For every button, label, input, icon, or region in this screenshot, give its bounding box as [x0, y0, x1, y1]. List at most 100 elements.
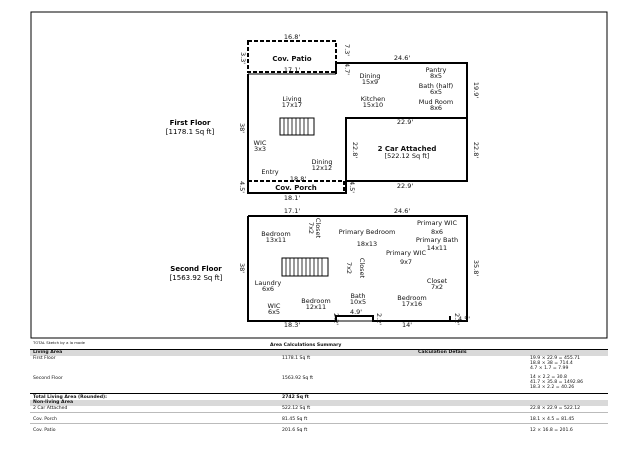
room-name: Bath [350, 292, 365, 300]
covered-patio [247, 40, 337, 73]
calc-line: 22.8 × 22.9 = 522.12 [530, 406, 581, 411]
room-name: WIC [268, 302, 281, 310]
first-floor-area: [1178.1 Sq ft] [166, 128, 215, 136]
room-size: 17x17 [282, 101, 302, 109]
covered-porch [247, 180, 345, 194]
room-name: Kitchen [361, 95, 385, 103]
room-name: Bedroom [301, 297, 330, 305]
room-size: 17x16 [402, 300, 422, 308]
stairs-first-floor [279, 117, 315, 136]
total-living-label: Total Living Area (Rounded): [33, 395, 107, 400]
dimension-label: 22.9' [397, 182, 413, 190]
room-name: Laundry [255, 279, 282, 287]
room-name: Closet [314, 218, 322, 239]
total-divider [30, 393, 608, 394]
room-size: 8x6 [431, 228, 443, 236]
dimension-label: 4.9' [350, 308, 362, 316]
dimension-label: 24.6' [394, 54, 410, 62]
room-name: Primary Bath [416, 236, 458, 244]
dimension-label: 22.8' [351, 142, 359, 158]
calc-line: 14 × 2.2 = 30.8 [530, 375, 567, 380]
plan-frame [30, 11, 608, 339]
room-size: [522.12 Sq ft] [385, 152, 430, 160]
room-size: 7x2 [431, 283, 443, 291]
room-name: Bedroom [261, 230, 290, 238]
room-name: Pantry [426, 66, 447, 74]
dimension-label: 4.5' [458, 315, 470, 323]
dimension-label: 3.3' [239, 52, 247, 64]
room-name: Mud Room [419, 98, 453, 106]
room-size: 3x3 [254, 145, 266, 153]
dimension-label: 18.3' [284, 321, 300, 329]
dimension-label: 14' [402, 321, 412, 329]
porch-row-label: Cov. Porch [33, 417, 57, 422]
second-floor-outline [248, 215, 468, 322]
room-size: 10x5 [350, 298, 366, 306]
room-name: Primary WIC [417, 219, 458, 227]
dimension-label: 4.5' [348, 181, 356, 193]
calc-line: 41.7 × 35.8 = 1492.86 [530, 380, 583, 385]
second-floor-row-area: 1563.92 Sq ft [282, 376, 314, 381]
room-name: Dining [360, 72, 381, 80]
room-name: Closet [358, 258, 366, 279]
dimension-label: 24.6' [394, 207, 410, 215]
porch-row-area: 81.45 Sq ft [282, 417, 308, 422]
sketch-note: TOTAL Sketch by a la mode [33, 340, 86, 345]
dimension-label: 2.2' [453, 313, 461, 325]
dimension-label: 4.7' [343, 63, 351, 75]
dimension-label: 17.1' [284, 66, 300, 74]
calc-line: 18.8 × 38 = 714.4 [530, 361, 573, 366]
room-name: Bath (half) [419, 82, 453, 90]
stairs-second-floor [281, 257, 329, 277]
non-living-label: Non-living Area [33, 400, 74, 405]
room-size: 15x9 [362, 78, 378, 86]
living-area-header [30, 350, 608, 356]
room-size: 15x10 [363, 101, 383, 109]
dimension-label: 4.5' [238, 181, 246, 193]
dimension-label: 38' [238, 123, 246, 133]
room-size: 7x2 [307, 222, 315, 234]
calc-line: 4.7 × 1.7 = 7.99 [530, 366, 569, 371]
dimension-label: 16.8' [284, 33, 300, 41]
first-floor-row-area: 1178.1 Sq ft [282, 356, 311, 361]
room-size: 12x11 [306, 303, 326, 311]
dimension-label: 19.9' [472, 82, 480, 98]
room-size: 12x12 [312, 164, 332, 172]
patio-row-label: Cov. Patio [33, 428, 56, 433]
dimension-label: 17.1' [284, 207, 300, 215]
room-size: 6x5 [268, 308, 280, 316]
room-size: 6x5 [430, 88, 442, 96]
room-size: 18x13 [357, 240, 377, 248]
dimension-label: 7.3' [343, 44, 351, 56]
floor-plan: First Floor [1178.1 Sq ft] Cov. Patio Di… [30, 11, 608, 339]
dimension-label: 38' [238, 263, 246, 273]
room-name: Primary Bedroom [339, 228, 396, 236]
room-size: 9x7 [400, 258, 412, 266]
garage-row-area: 522.12 Sq ft [282, 406, 311, 411]
room-name: Cov. Patio [272, 55, 311, 63]
room-name: Bedroom [397, 294, 426, 302]
calc-details-label: Calculation Details [418, 350, 467, 355]
calc-line: 12 × 16.8 = 201.6 [530, 428, 573, 433]
room-size: 7x2 [345, 262, 353, 274]
room-name: Dining [312, 158, 333, 166]
summary-title: Area Calculations Summary [270, 343, 342, 348]
calc-line: 18.1 × 4.5 = 81.45 [530, 417, 575, 422]
dimension-label: 18.1' [284, 194, 300, 202]
room-size: 8x6 [430, 104, 442, 112]
second-floor-row-label: Second Floor [33, 376, 63, 381]
summary-divider [30, 349, 608, 350]
dimension-label: 18.8' [290, 175, 306, 183]
dimension-label: 2.2' [332, 313, 340, 325]
room-name: Cov. Porch [275, 184, 317, 192]
room-name: Primary WIC [386, 249, 427, 257]
non-living-header [30, 400, 608, 406]
area-summary: TOTAL Sketch by a la mode Area Calculati… [30, 340, 608, 444]
room-name: Entry [261, 168, 278, 176]
room-size: 6x6 [262, 285, 274, 293]
living-area-label: Living Area [33, 350, 63, 355]
second-floor-area: [1563.92 Sq ft] [170, 274, 223, 282]
room-name: 2 Car Attached [378, 145, 437, 153]
first-floor-title: First Floor [170, 119, 211, 127]
first-floor-row-label: First Floor [33, 356, 56, 361]
